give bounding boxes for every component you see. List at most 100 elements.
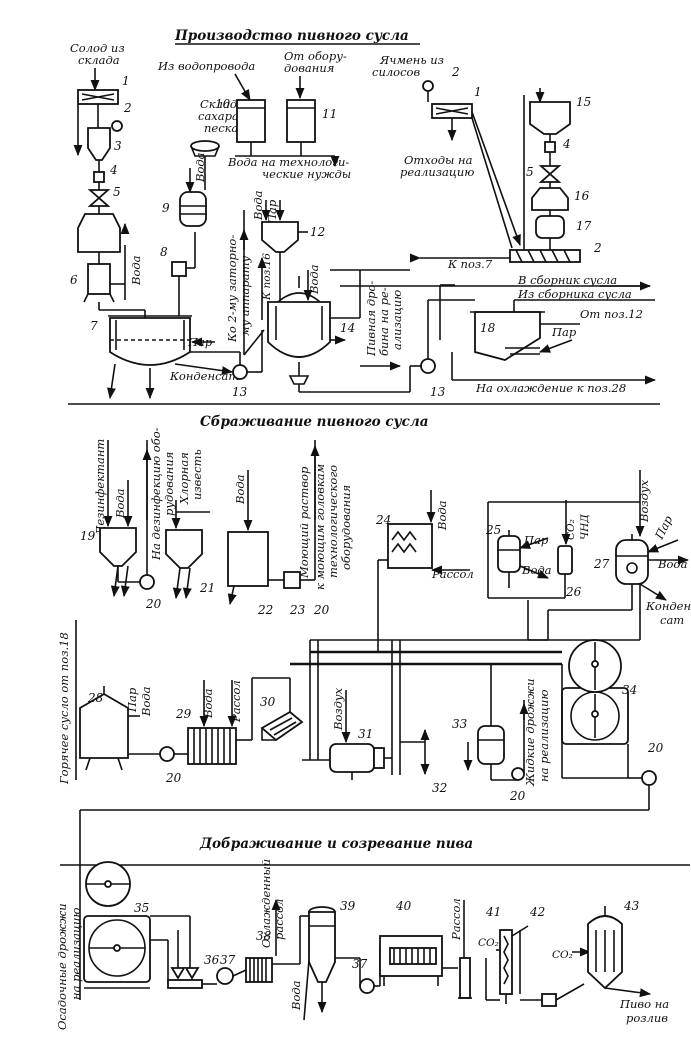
number-2a: 2 (123, 101, 132, 115)
arrow-21-drain2 (182, 567, 192, 600)
label-barley-1: Ячмень из (379, 53, 444, 67)
label-hot-wort: Горячее сусло от поз.18 (57, 632, 71, 785)
number-20c: 20 (165, 771, 182, 785)
equipment-13b-pump (420, 358, 436, 374)
equipment-27-fermenter (615, 534, 649, 585)
label-to-collector: В сборник сусла (517, 273, 617, 287)
equipment-6-bunker (77, 213, 121, 303)
number-29: 29 (175, 707, 192, 721)
number-5b: 5 (526, 165, 534, 179)
number-8: 8 (160, 245, 168, 259)
label-cooled-brine-1: Охлажденный (259, 859, 273, 948)
label-to-second-2: му аппарату (238, 255, 252, 336)
label-sediment-yeast-2: на реализацию (69, 907, 83, 1000)
number-43: 43 (623, 899, 640, 913)
label-water-12: Вода (251, 190, 265, 221)
label-cooled-brine-2: рассол (272, 899, 286, 940)
label-beer-1: Пиво на (619, 997, 669, 1011)
equipment-31-separator (329, 743, 385, 780)
arrow-condensate-27 (639, 583, 667, 601)
equipment-43-bright-beer-tank (587, 906, 623, 990)
equipment-7-mash-tun (108, 315, 192, 380)
number-42: 42 (529, 905, 545, 919)
section-title-fermentation: Сбраживание пивного сусла (200, 414, 428, 430)
label-water-6: Вода (129, 255, 143, 286)
equipment-30-aerator (260, 710, 304, 742)
label-disinfect-1: На дезинфекцию обо- (149, 427, 163, 561)
number-34: 34 (622, 683, 637, 697)
equipment-9-sugar-dissolver (179, 191, 207, 227)
number-26: 26 (565, 585, 582, 599)
number-3a: 3 (114, 139, 122, 153)
number-14: 14 (340, 321, 355, 335)
number-20a: 20 (145, 597, 162, 611)
equipment-4-scales (93, 171, 105, 183)
label-water-supply: Из водопровода (157, 59, 255, 73)
number-15: 15 (576, 95, 591, 109)
label-wash-1: Моющий раствор (297, 466, 311, 579)
label-steam-28: Пар (125, 687, 139, 713)
label-liquid-yeast-2: на реализацию (537, 689, 551, 782)
arrow-condensate-7 (174, 363, 234, 376)
equipment-pump-box (541, 993, 557, 1007)
number-6: 6 (70, 273, 78, 287)
label-disinfect-2: рудования (162, 452, 176, 516)
equipment-10-water-tank (236, 99, 266, 143)
equipment-20e-pump (641, 770, 657, 786)
label-malt-1: Солод из (70, 41, 125, 55)
section-title-wort: Производство пивного сусла (174, 28, 409, 44)
label-water-24: Вода (435, 500, 449, 531)
label-water-22: Вода (233, 474, 247, 505)
label-water-9: Вода (193, 152, 207, 183)
equipment-1b-sieve (431, 103, 473, 119)
equipment-21-bleach-tank (165, 529, 203, 569)
number-13b: 13 (430, 385, 446, 399)
number-33: 33 (452, 717, 468, 731)
label-beer-2: розлив (626, 1011, 668, 1025)
equipment-34-fermentation-tanks (561, 639, 629, 745)
arrow-steam-27 (646, 539, 679, 553)
label-from-collector: Из сборника сусла (517, 287, 632, 301)
pipe-37-38 (232, 969, 247, 977)
number-39: 39 (340, 899, 356, 913)
number-19: 19 (80, 529, 96, 543)
label-disinfectant: Дезинфектант (93, 439, 107, 536)
label-water-19: Вода (113, 488, 127, 519)
pipe-13-14c (243, 329, 265, 356)
equipment-8-dissolver (171, 261, 187, 277)
equipment-19-disinfect-tank (99, 527, 137, 567)
number-21: 21 (199, 581, 215, 595)
equipment-1-sieve (77, 89, 119, 105)
equipment-37b-pump (359, 978, 375, 994)
equipment-42-carbonator (499, 929, 513, 995)
arrow-19-drain (110, 565, 120, 598)
label-sugar-2: сахара- (198, 109, 243, 123)
pipe-water-39 (303, 959, 310, 1021)
equipment-14-wort-kettle (267, 276, 331, 385)
pipe-barley-2 (471, 117, 513, 249)
number-16: 16 (574, 189, 590, 203)
number-12: 12 (310, 225, 325, 239)
number-2b: 2 (451, 65, 460, 79)
equipment-37a-pump (216, 967, 234, 985)
equipment-38-cooler (245, 957, 273, 983)
number-23: 23 (289, 603, 306, 617)
number-27: 27 (593, 557, 610, 571)
label-spent-3: ализацию (390, 290, 404, 350)
section-title-maturation: Дображивание и созревание пива (199, 836, 473, 852)
label-air-27: Воздух (637, 479, 651, 523)
equipment-17-tank (535, 215, 565, 239)
label-air-31: Воздух (331, 687, 345, 731)
label-tech-water-1: Вода на технологи- (227, 155, 349, 169)
equipment-39-filter (308, 906, 336, 983)
arrow-steam-18 (538, 339, 573, 353)
label-brine-29: Рассол (229, 680, 243, 723)
label-co2-43: CO₂ (552, 949, 573, 961)
equipment-5b-crusher (538, 165, 562, 183)
label-liquid-yeast-1: Жидкие дрожжи (523, 679, 537, 787)
label-water-14: Вода (307, 264, 321, 295)
number-41: 41 (485, 905, 501, 919)
equipment-11-tank (286, 99, 316, 143)
number-24: 24 (375, 513, 391, 527)
number-10: 10 (215, 97, 231, 111)
